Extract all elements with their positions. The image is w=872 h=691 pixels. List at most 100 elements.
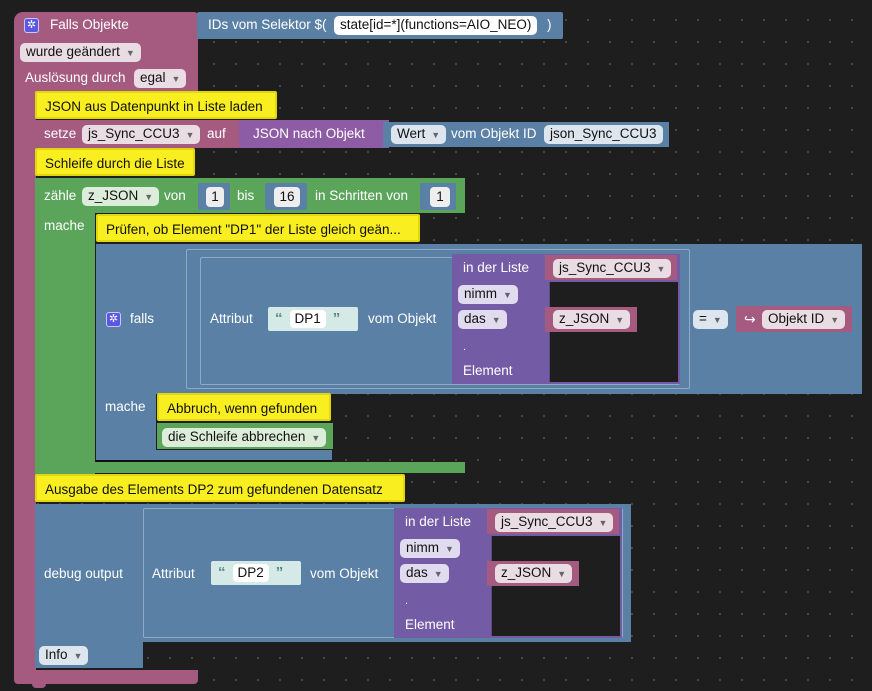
if-label: falls <box>130 311 155 326</box>
if-do-label: mache <box>105 399 146 414</box>
comment-break[interactable]: Abbruch, wenn gefunden <box>157 393 331 421</box>
json-label: JSON nach Objekt <box>253 126 365 141</box>
to-number-field[interactable]: 16 <box>274 187 300 207</box>
loop-block-footer <box>35 462 465 473</box>
list-variable-label: js_Sync_CCU3 <box>559 260 651 275</box>
debug-list-get-block-hole <box>491 536 620 636</box>
loop-block-spine <box>35 210 95 475</box>
object-id-dropdown-label: Objekt ID <box>768 311 825 326</box>
debug-dot-label: . <box>405 595 409 607</box>
debug-list-variable-dropdown[interactable]: js_Sync_CCU3 ▼ <box>495 513 614 532</box>
chevron-down-icon: ▼ <box>185 130 195 140</box>
debug-attribute-value[interactable]: DP2 <box>232 564 269 582</box>
comment-check[interactable]: Prüfen, ob Element "DP1" der Liste gleic… <box>96 214 420 242</box>
index-variable-dropdown[interactable]: z_JSON ▼ <box>553 310 631 329</box>
chevron-down-icon: ▼ <box>73 651 83 661</box>
debug-attribute-block[interactable] <box>143 508 623 638</box>
take-dropdown[interactable]: nimm▼ <box>458 285 518 304</box>
debug-index-variable-dropdown[interactable]: z_JSON▼ <box>495 564 573 583</box>
quote-icon: ” <box>275 564 284 581</box>
debug-attribute-label: Attribut <box>152 566 195 581</box>
set-variable-dropdown[interactable]: js_Sync_CCU3 ▼ <box>82 125 201 144</box>
comment-output[interactable]: Ausgabe des Elements DP2 zum gefundenen … <box>35 474 405 502</box>
reference-arrow-icon: ↪ <box>744 311 756 327</box>
comment-load[interactable]: JSON aus Datenpunkt in Liste laden <box>35 91 277 119</box>
chevron-down-icon: ▼ <box>433 569 443 579</box>
gear-icon[interactable]: ✲ <box>24 18 39 33</box>
chevron-down-icon: ▼ <box>491 315 501 325</box>
value-dropdown-label: Wert <box>397 126 426 141</box>
list-variable-dropdown[interactable]: js_Sync_CCU3 ▼ <box>553 259 672 278</box>
chevron-down-icon: ▼ <box>431 130 441 140</box>
debug-level-dropdown[interactable]: Info ▼ <box>39 646 89 665</box>
value-dropdown[interactable]: Wert ▼ <box>391 125 447 144</box>
trigger-label: Auslösung durch <box>25 70 126 85</box>
the-dropdown[interactable]: das ▼ <box>458 310 507 329</box>
object-id-dropdown[interactable]: Objekt ID ▼ <box>762 310 846 329</box>
json-to-object-block[interactable] <box>239 120 389 148</box>
event-block-footer <box>14 670 198 684</box>
debug-list-variable-label: js_Sync_CCU3 <box>501 514 593 529</box>
compare-block[interactable] <box>186 249 690 389</box>
chevron-down-icon: ▼ <box>598 518 608 528</box>
chevron-down-icon: ▼ <box>125 48 135 58</box>
index-variable-label: z_JSON <box>559 311 610 326</box>
chevron-down-icon: ▼ <box>656 264 666 274</box>
loop-variable-dropdown[interactable]: z_JSON ▼ <box>82 187 160 206</box>
quote-icon: ” <box>332 310 341 327</box>
chevron-down-icon: ▼ <box>311 433 321 443</box>
quote-icon: “ <box>275 310 283 327</box>
comment-loop[interactable]: Schleife durch die Liste <box>35 148 195 176</box>
the-dropdown-label: das <box>464 311 486 326</box>
set-variable-label: js_Sync_CCU3 <box>88 126 180 141</box>
of-object-id-label: vom Objekt ID <box>451 126 537 141</box>
break-dropdown[interactable]: die Schleife abbrechen ▼ <box>162 428 327 447</box>
gear-icon[interactable]: ✲ <box>106 312 121 327</box>
debug-take-dropdown-label: nimm <box>406 540 439 555</box>
debug-take-dropdown[interactable]: nimm ▼ <box>400 539 460 558</box>
chevron-down-icon: ▼ <box>615 315 625 325</box>
break-dropdown-label: die Schleife abbrechen <box>168 429 306 444</box>
if-block-footer <box>96 450 332 462</box>
in-list-label: in der Liste <box>463 260 530 275</box>
debug-in-list-label: in der Liste <box>405 514 472 529</box>
selector-label: IDs vom Selektor $( <box>208 17 327 32</box>
chevron-down-icon: ▼ <box>830 315 840 325</box>
object-id-field[interactable]: json_Sync_CCU3 <box>544 125 663 144</box>
compare-op-dropdown[interactable]: =▼ <box>693 310 728 329</box>
selector-close: ) <box>547 17 552 32</box>
attribute-value[interactable]: DP1 <box>289 310 326 328</box>
chevron-down-icon: ▼ <box>144 192 154 202</box>
debug-level-label: Info <box>45 647 68 662</box>
attribute-label: Attribut <box>210 311 253 326</box>
event-label: Falls Objekte <box>50 17 129 32</box>
attribute-string-block[interactable]: “ DP1 ” <box>268 307 358 331</box>
trigger-dropdown-label: egal <box>140 70 166 85</box>
dot-label: . <box>463 341 467 353</box>
chevron-down-icon: ▼ <box>171 74 181 84</box>
compare-op-label: = <box>699 311 707 326</box>
event-block-bottom-tab <box>32 682 46 688</box>
set-on-label: auf <box>207 126 226 141</box>
chevron-down-icon: ▼ <box>445 544 454 554</box>
loop-do-label: mache <box>44 218 85 233</box>
step-number-field[interactable]: 1 <box>430 187 450 207</box>
selector-value-field[interactable]: state[id=*](functions=AIO_NEO) <box>334 16 538 35</box>
debug-the-dropdown[interactable]: das ▼ <box>400 564 449 583</box>
from-number-field[interactable]: 1 <box>206 187 224 207</box>
loop-from-label: von <box>164 188 186 203</box>
loop-to-label: bis <box>237 188 255 203</box>
change-dropdown[interactable]: wurde geändert▼ <box>20 43 141 62</box>
chevron-down-icon: ▼ <box>712 315 722 325</box>
trigger-dropdown[interactable]: egal ▼ <box>134 69 187 88</box>
loop-count-label: zähle <box>44 188 77 203</box>
take-dropdown-label: nimm <box>464 286 497 301</box>
event-block-spine <box>14 90 36 678</box>
debug-of-object-label: vom Objekt <box>310 566 379 581</box>
debug-index-variable-label: z_JSON <box>501 565 552 580</box>
loop-variable-label: z_JSON <box>88 188 139 203</box>
of-object-label: vom Objekt <box>368 311 437 326</box>
loop-step-label: in Schritten von <box>315 188 409 203</box>
debug-the-dropdown-label: das <box>406 565 428 580</box>
debug-attribute-string-block[interactable]: “DP2” <box>211 561 301 585</box>
